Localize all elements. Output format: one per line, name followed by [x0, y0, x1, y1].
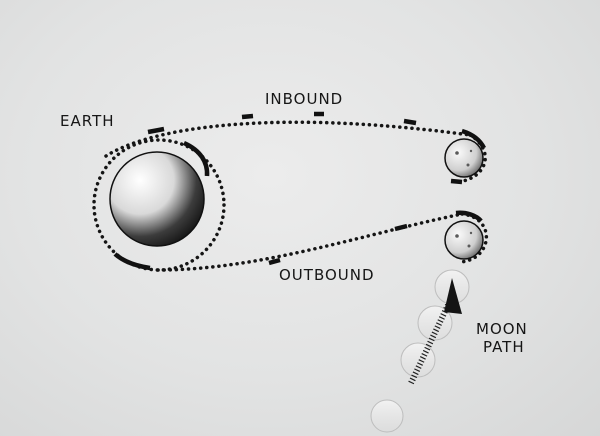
- burn-segment: [183, 140, 210, 177]
- burn-segment: [450, 178, 463, 185]
- moon-path-ghosts: [370, 269, 470, 433]
- moon-ghost-position: [400, 342, 436, 378]
- burn-segment: [461, 128, 487, 150]
- burn-segment: [394, 223, 408, 232]
- moon-craters: [455, 149, 473, 248]
- burn-segment: [403, 118, 417, 126]
- inbound-label: INBOUND: [265, 90, 344, 108]
- burn-segment: [147, 126, 165, 135]
- burn-segment: [455, 210, 483, 223]
- moon-ghost-position: [370, 399, 404, 433]
- burn-segment: [268, 257, 281, 266]
- moon-inbound: [444, 138, 484, 178]
- outbound-trajectory: [156, 212, 464, 272]
- burn-markers: [113, 111, 487, 271]
- burn-segment: [241, 113, 254, 120]
- moon-path-arrow: [408, 278, 462, 385]
- burn-segment: [113, 252, 151, 271]
- earth-globe: [109, 151, 205, 247]
- earth-label: EARTH: [60, 112, 115, 130]
- moon-path-label-line2: PATH: [483, 338, 525, 356]
- moon-path-label-line1: MOON: [476, 320, 528, 338]
- inbound-trajectory: [104, 120, 472, 158]
- moon-outbound: [444, 220, 484, 260]
- outbound-label: OUTBOUND: [279, 266, 375, 284]
